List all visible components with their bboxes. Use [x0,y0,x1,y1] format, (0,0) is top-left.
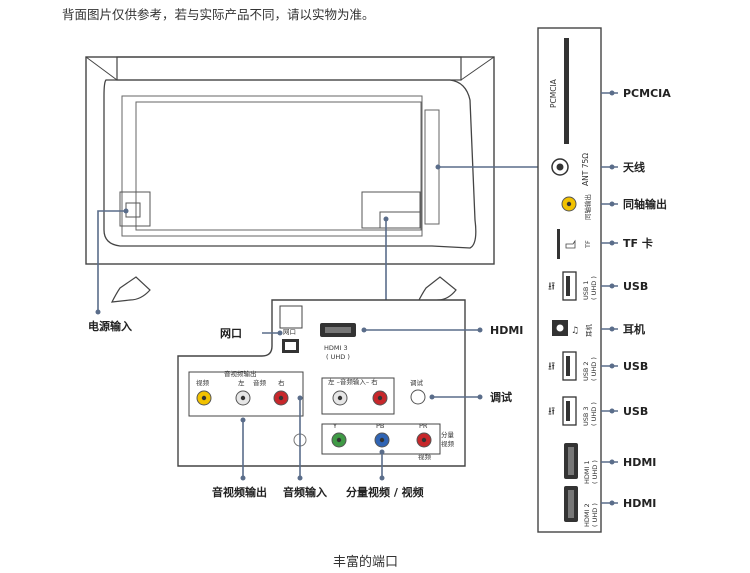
av-left-text: 左 [238,378,245,387]
pcmcia-text: PCMCIA [549,78,558,108]
header-note: 背面图片仅供参考，若与实际产品不同，请以实物为准。 [62,7,375,22]
comp-pr-jack [416,432,432,448]
comp-y-text: Y [332,422,337,430]
antenna-port [551,158,569,176]
usb2-text-1: USB 2 [582,361,590,381]
label-pcmcia: PCMCIA [623,87,671,100]
label-usb-c: USB [623,405,648,418]
audio-in-group [321,377,395,415]
usb1-text-2: ( UHD ) [590,276,598,300]
caption: 丰富的端口 [333,554,398,570]
coax-port [561,196,577,212]
comp-pb-jack [374,432,390,448]
av-right-jack [273,390,289,406]
label-usb-a: USB [623,280,648,293]
av-left-jack [235,390,251,406]
label-antenna: 天线 [623,160,645,174]
comp-label-1: 分量 [441,430,455,439]
label-debug: 调试 [490,390,512,404]
pcmcia-slot [564,38,569,144]
label-usb-b: USB [623,360,648,373]
audio-in-right-jack [372,390,388,406]
side-port-panel: PCMCIA ANT 75Ω 同轴输出 TF ⭿ USB 1 ( UHD ) ♫… [537,27,602,533]
right-labels: PCMCIA 天线 同轴输出 TF 卡 USB 耳机 USB USB HDMI … [601,87,671,510]
tf-slot [557,229,560,259]
debug-port-text: 调试 [410,378,424,387]
av-out-title: 音视频输出 [224,369,257,378]
net-port-text: 网口 [283,328,296,336]
headphone-icon: ♫ [571,326,579,336]
av-right-text: 右 [278,378,285,387]
usb3-text-2: ( UHD ) [590,402,598,426]
hdmi1-text-1: HDMI 1 [583,460,591,484]
label-hdmi: HDMI [490,324,523,337]
av-audio-text: 音频 [253,378,267,387]
earphone-text: 耳机 [584,324,593,338]
av-out-group [188,371,304,417]
power-socket-area [119,191,151,227]
av-video-text: 视频 [196,378,210,387]
hdmi2-text-2: ( UHD ) [591,503,599,527]
debug-port [410,389,426,405]
comp-pb-text: PB [376,422,384,430]
tf-text: TF [584,240,592,249]
ant-text: ANT 75Ω [581,153,590,186]
label-hdmi-a: HDMI [623,456,656,469]
label-coax: 同轴输出 [623,197,667,211]
hdmi1-text-2: ( UHD ) [591,460,599,484]
usb3-icon: ⭿ [548,405,555,418]
label-av-out: 音视频输出 [212,485,267,499]
usb3-text-1: USB 3 [582,406,590,426]
right-stand [416,276,457,303]
comp-y-jack [331,432,347,448]
usb2-text-2: ( UHD ) [590,357,598,381]
comp-label-2: 视频 [441,439,455,448]
audio-in-title: 左 –音频输入– 右 [328,377,378,386]
tv-outer-frame [85,56,495,265]
label-power-in: 电源输入 [88,319,132,333]
bottom-port-panel: 网口 网口 HDMI 3 ( UHD ) HDMI 音视频输出 视频 左 音频 … [177,299,523,481]
comp-video-text: 视频 [418,452,432,461]
comp-pr-text: PR [419,422,428,430]
label-hdmi-b: HDMI [623,497,656,510]
label-component: 分量视频 / 视频 [346,485,424,499]
label-earphone: 耳机 [623,322,645,336]
earphone-port [552,320,568,336]
audio-in-left-jack [332,390,348,406]
label-tf: TF 卡 [623,236,653,250]
network-port-box [279,305,303,329]
tv-back-cover [103,79,477,249]
coax-text: 同轴输出 [583,194,592,220]
usb1-icon: ⭿ [548,280,555,293]
hdmi2-text-1: HDMI 2 [583,503,591,527]
hdmi3-text-1: HDMI 3 [324,344,348,352]
left-stand [110,276,151,303]
label-audio-in: 音频输入 [283,485,327,499]
label-network: 网口 [220,327,242,340]
hdmi1-port [564,443,578,479]
hdmi2-port [564,486,578,522]
av-video-jack [196,390,212,406]
hdmi3-text-2: ( UHD ) [326,353,350,361]
tv-inner-panel [121,95,423,237]
tv-back [85,56,495,303]
usb1-text-1: USB 1 [582,280,590,300]
ethernet-port [282,339,299,353]
usb2-icon: ⭿ [548,360,555,373]
